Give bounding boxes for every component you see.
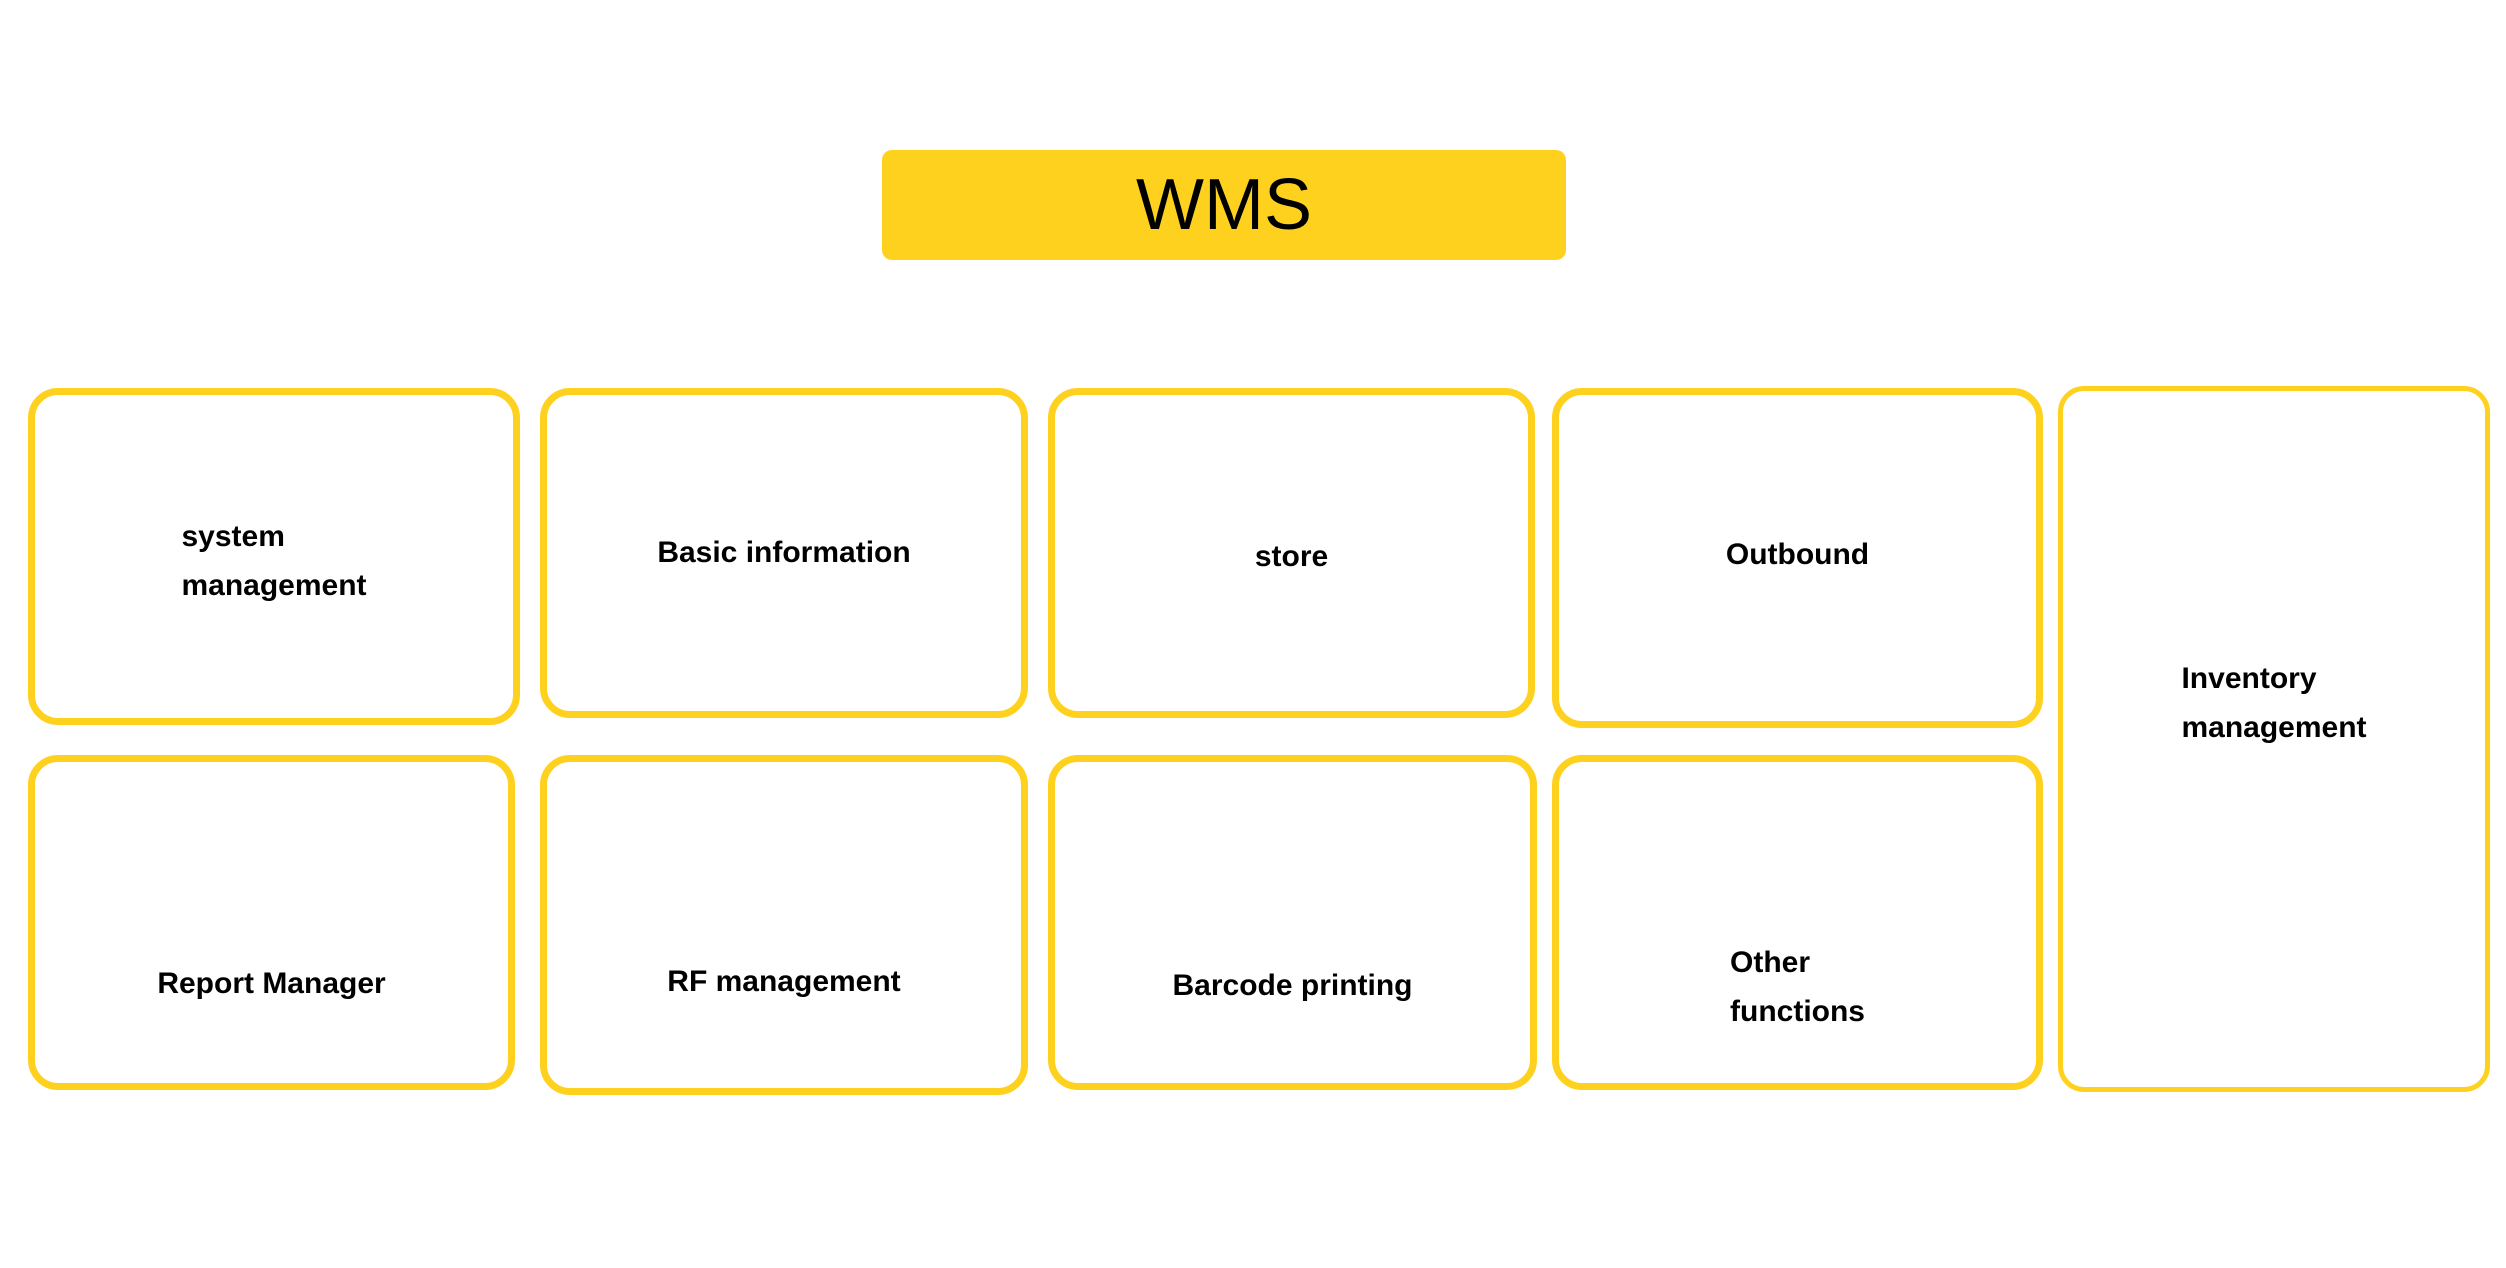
- module-card-system-management[interactable]: system management: [28, 388, 520, 725]
- module-card-report-manager[interactable]: Report Manager: [28, 755, 515, 1090]
- module-card-label: Other functions: [1730, 946, 1865, 1028]
- module-card-label: Inventory management: [2181, 662, 2367, 744]
- module-card-barcode-printing[interactable]: Barcode printing: [1048, 755, 1537, 1090]
- module-card-label: Barcode printing: [1172, 969, 1413, 1002]
- module-card-other-functions[interactable]: Other functions: [1552, 755, 2043, 1090]
- page-title: WMS: [1136, 165, 1312, 245]
- module-card-label: Report Manager: [157, 967, 386, 1000]
- module-card-inventory-management[interactable]: Inventory management: [2058, 386, 2490, 1092]
- module-card-label: Basic information: [657, 536, 911, 569]
- module-card-label: Outbound: [1725, 538, 1870, 571]
- module-card-outbound[interactable]: Outbound: [1552, 388, 2043, 728]
- module-card-label: system management: [181, 520, 367, 602]
- module-card-store[interactable]: store: [1048, 388, 1535, 718]
- module-card-label: store: [1254, 540, 1329, 573]
- diagram-title-box: WMS: [882, 150, 1566, 260]
- module-card-basic-information[interactable]: Basic information: [540, 388, 1028, 718]
- module-card-rf-management[interactable]: RF management: [540, 755, 1028, 1095]
- module-card-label: RF management: [667, 965, 901, 998]
